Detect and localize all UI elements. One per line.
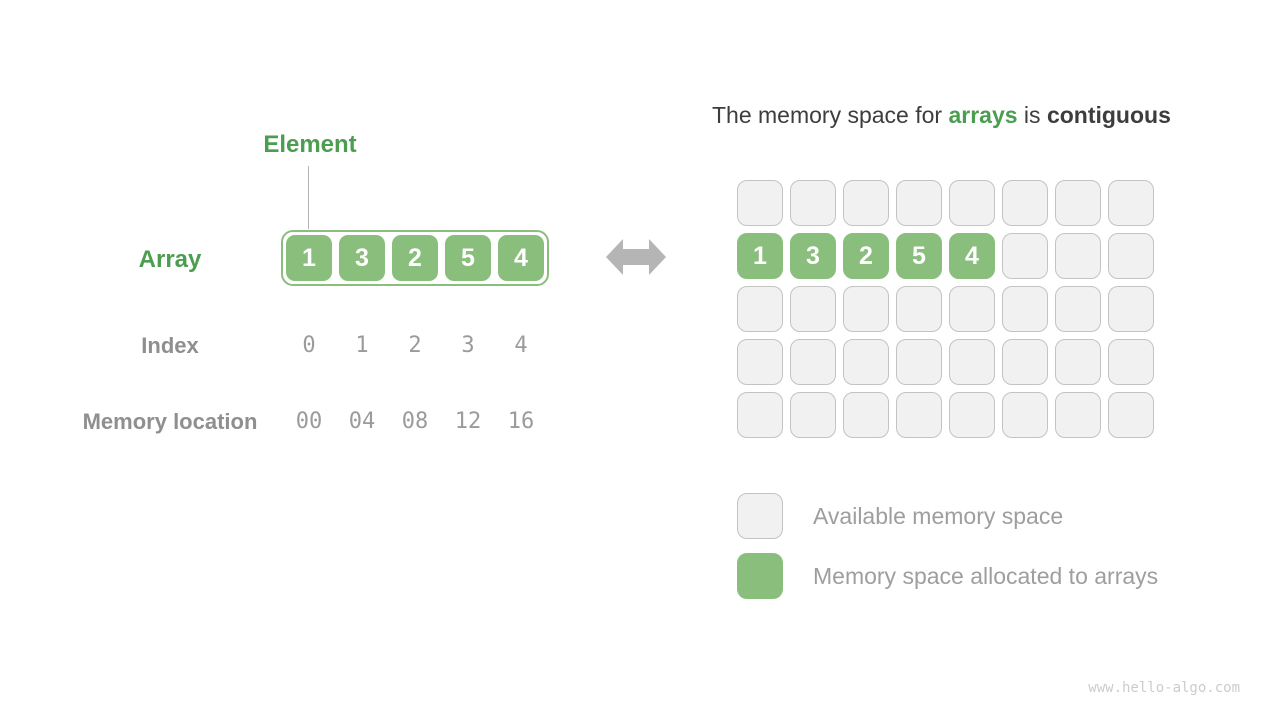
title-arrays-highlight: arrays (948, 102, 1018, 128)
available-memory-cell (737, 286, 783, 332)
memory-location-label: Memory location (82, 409, 258, 434)
legend-item: Available memory space (737, 493, 1158, 539)
available-memory-cell (1002, 180, 1048, 226)
available-memory-cell (790, 392, 836, 438)
index-value: 0 (302, 333, 316, 358)
available-memory-cell (896, 286, 942, 332)
available-memory-cell (949, 339, 995, 385)
available-memory-cell (790, 339, 836, 385)
index-value: 3 (461, 333, 475, 358)
allocated-memory-cell: 5 (896, 233, 942, 279)
memory-location-value: 08 (401, 409, 429, 434)
available-memory-cell (737, 180, 783, 226)
legend-item: Memory space allocated to arrays (737, 553, 1158, 599)
allocated-memory-cell: 2 (843, 233, 889, 279)
available-memory-cell (1108, 286, 1154, 332)
available-memory-cell (1055, 180, 1101, 226)
available-memory-cell (1108, 339, 1154, 385)
memory-title: The memory space for arrays is contiguou… (712, 102, 1171, 129)
available-memory-cell (1108, 392, 1154, 438)
element-pointer-line (308, 166, 309, 229)
double-arrow-icon (606, 239, 666, 275)
index-value: 2 (408, 333, 422, 358)
available-memory-cell (1055, 392, 1101, 438)
available-memory-cell (790, 286, 836, 332)
available-memory-cell (1002, 233, 1048, 279)
array-cell: 5 (445, 235, 491, 281)
title-contiguous-bold: contiguous (1046, 102, 1171, 128)
allocated-memory-cell: 4 (949, 233, 995, 279)
available-memory-cell (790, 180, 836, 226)
title-text: is (1017, 102, 1047, 128)
available-memory-cell (843, 180, 889, 226)
available-memory-cell (896, 339, 942, 385)
available-memory-cell (896, 392, 942, 438)
watermark: www.hello-algo.com (1088, 680, 1240, 696)
array-cell: 2 (392, 235, 438, 281)
available-memory-cell (1108, 180, 1154, 226)
allocated-memory-cell: 1 (737, 233, 783, 279)
allocated-memory-swatch (737, 553, 783, 599)
allocated-memory-cell: 3 (790, 233, 836, 279)
index-value: 1 (355, 333, 369, 358)
legend-label: Available memory space (813, 502, 1064, 529)
array-cell: 3 (339, 235, 385, 281)
available-memory-cell (843, 286, 889, 332)
index-label: Index (141, 333, 199, 358)
available-memory-cell (843, 392, 889, 438)
available-memory-cell (896, 180, 942, 226)
available-memory-cell (1002, 286, 1048, 332)
available-memory-cell (737, 339, 783, 385)
available-memory-cell (1002, 392, 1048, 438)
available-memory-cell (843, 339, 889, 385)
array-cell: 1 (286, 235, 332, 281)
available-memory-cell (1055, 286, 1101, 332)
index-row: 0 1 2 3 4 (286, 333, 544, 358)
available-memory-cell (1055, 233, 1101, 279)
element-label: Element (263, 131, 357, 158)
available-memory-cell (1055, 339, 1101, 385)
available-memory-cell (949, 180, 995, 226)
array-cell: 4 (498, 235, 544, 281)
index-value: 4 (514, 333, 528, 358)
legend-label: Memory space allocated to arrays (813, 562, 1159, 589)
title-text: The memory space for (712, 102, 949, 128)
available-memory-cell (1002, 339, 1048, 385)
available-memory-cell (737, 392, 783, 438)
memory-location-value: 00 (295, 409, 323, 434)
available-memory-cell (949, 286, 995, 332)
memory-location-value: 16 (507, 409, 535, 434)
available-memory-swatch (737, 493, 783, 539)
available-memory-cell (949, 392, 995, 438)
array-label: Array (138, 246, 202, 273)
available-memory-cell (1108, 233, 1154, 279)
memory-location-value: 12 (454, 409, 482, 434)
memory-location-value: 04 (348, 409, 376, 434)
memory-location-row: 00 04 08 12 16 (286, 409, 544, 434)
